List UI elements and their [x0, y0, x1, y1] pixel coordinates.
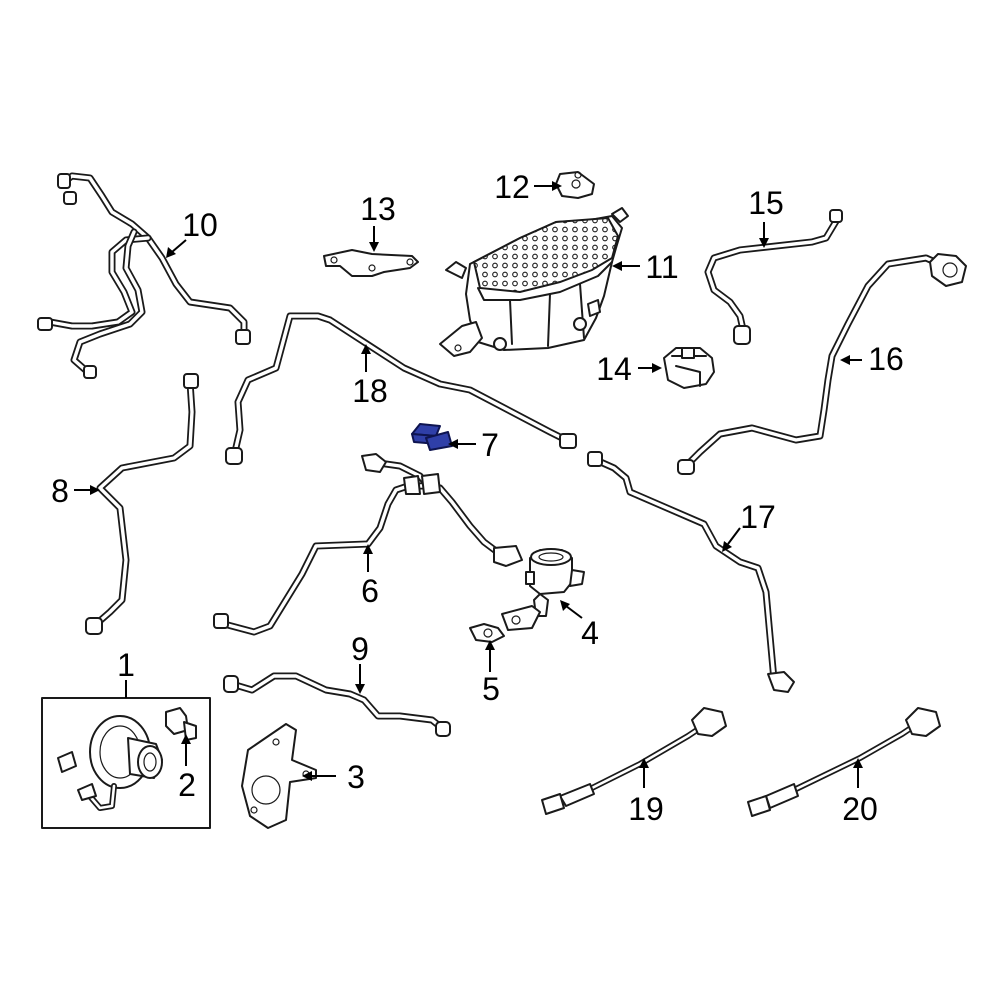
part-3-bracket[interactable]: [241, 723, 317, 829]
callout-4: 4: [581, 615, 599, 651]
part-10-hose-assembly[interactable]: [37, 172, 251, 379]
callout-1: 1: [117, 647, 135, 683]
part-13-bracket[interactable]: [323, 249, 419, 277]
callout-18: 18: [352, 373, 388, 409]
callout-7: 7: [481, 427, 499, 463]
leader-lines: [74, 181, 863, 788]
part-2-sensor[interactable]: [165, 707, 197, 741]
callout-19: 19: [628, 791, 664, 827]
part-5-gasket[interactable]: [469, 623, 505, 643]
part-12-fitting[interactable]: [555, 171, 595, 199]
part-18-pipe[interactable]: [225, 312, 577, 465]
part-19-oxygen-sensor[interactable]: [541, 707, 727, 815]
part-17-pipe[interactable]: [587, 451, 795, 693]
callout-10: 10: [182, 207, 218, 243]
part-15-hose[interactable]: [704, 209, 843, 345]
part-16-hose[interactable]: [677, 253, 967, 475]
part-20-oxygen-sensor[interactable]: [747, 707, 941, 817]
callout-13: 13: [360, 191, 396, 227]
part-11-canister[interactable]: [439, 207, 629, 357]
part-9-pipe[interactable]: [223, 672, 451, 737]
part-14-valve[interactable]: [663, 347, 715, 389]
callout-17: 17: [740, 499, 776, 535]
callout-15: 15: [748, 185, 784, 221]
part-4-pump[interactable]: [501, 548, 585, 631]
part-6-hose-assembly[interactable]: [213, 453, 523, 636]
part-7-connector[interactable]: [411, 423, 453, 451]
part-8-hose[interactable]: [85, 373, 199, 635]
callout-3: 3: [347, 759, 365, 795]
callout-5: 5: [482, 671, 500, 707]
callout-9: 9: [351, 631, 369, 667]
callout-8: 8: [51, 473, 69, 509]
part-1-assembly-box[interactable]: [41, 697, 211, 829]
callout-12: 12: [494, 169, 530, 205]
callout-14: 14: [596, 351, 632, 387]
callout-16: 16: [868, 341, 904, 377]
callout-6: 6: [361, 573, 379, 609]
callout-20: 20: [842, 791, 878, 827]
callout-11: 11: [645, 249, 678, 285]
callout-2: 2: [178, 767, 196, 803]
callout-labels: 1 2 3 4 5 6 7 8 9 10 11 12 13 14 15 16 1…: [51, 169, 904, 827]
